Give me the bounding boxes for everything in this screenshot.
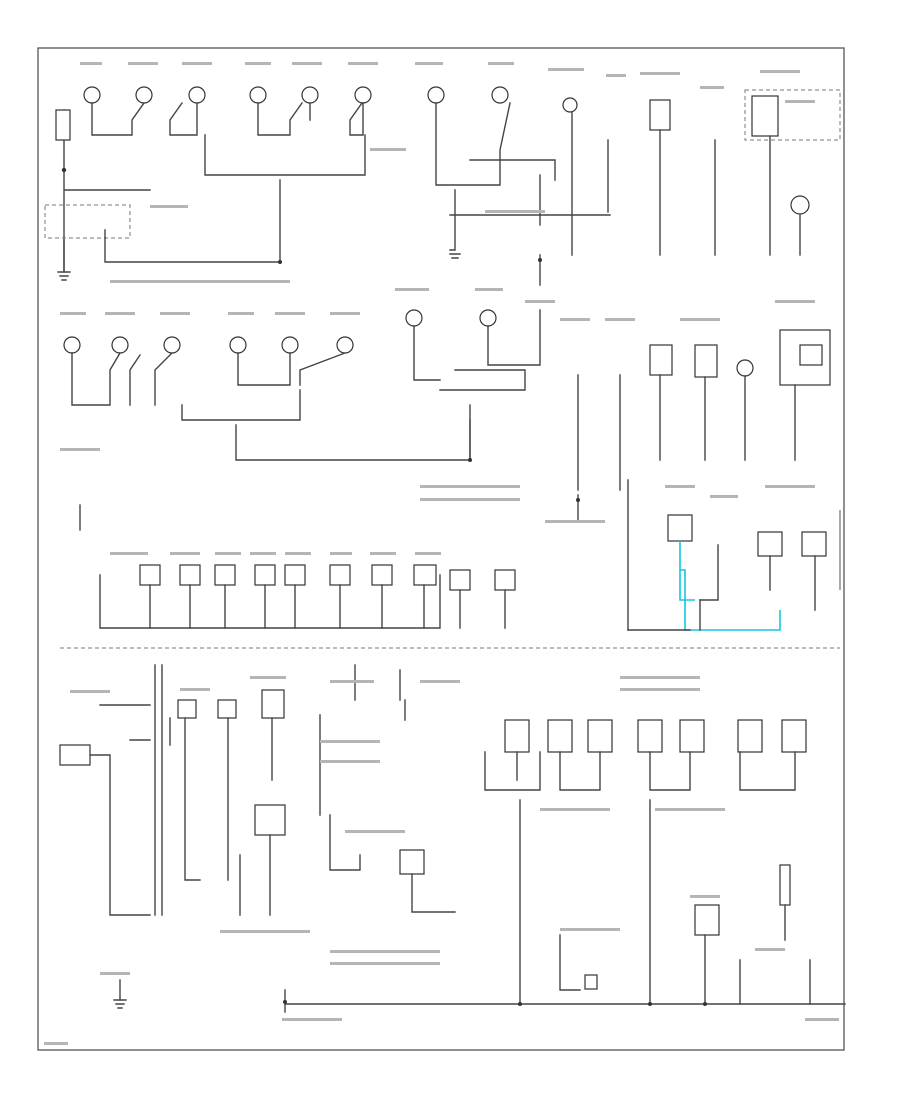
relay-top-center: [649, 99, 671, 131]
module-top-right: [751, 95, 779, 137]
bottom-right-relay-row: [484, 719, 811, 1006]
bottom-left-group: [59, 664, 286, 1009]
top-lamp-row: [83, 86, 578, 113]
diagram-frame: [37, 47, 845, 1051]
illegible-label-marks: [44, 62, 839, 1045]
second-lamp-row: [63, 309, 541, 462]
highlighted-circuit: [627, 510, 841, 631]
ground-block-left: [55, 109, 71, 141]
third-component-row: [79, 504, 516, 629]
right-module-group: [576, 329, 831, 631]
bottom-center-group: [283, 664, 846, 1013]
top-left-lamp-group: [44, 86, 841, 286]
